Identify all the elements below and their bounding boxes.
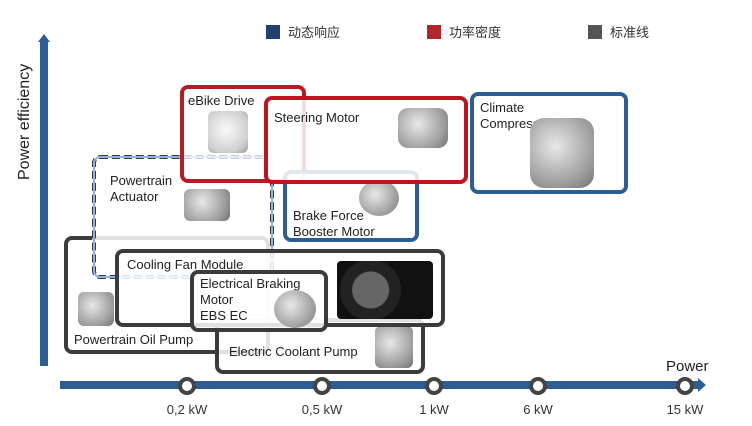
oil-pump-image (78, 292, 114, 326)
steering-motor-image (398, 108, 448, 148)
tick-marker (425, 377, 443, 395)
powertrain-actuator-image (184, 189, 230, 221)
component-label: Cooling Fan Module (127, 257, 244, 272)
y-axis-label: Power efficiency (16, 63, 33, 180)
legend-swatch-red (427, 24, 441, 39)
box-climate-compressor: Climate Compressor (470, 92, 628, 194)
x-axis-label: Power (666, 358, 709, 375)
ebike-drive-image (208, 111, 248, 153)
tick-label: 0,5 kW (301, 402, 343, 417)
tick-marker (676, 377, 694, 395)
legend-item-dynamic-response: 动态响应 (266, 22, 340, 41)
component-label: Electrical Braking Motor EBS EC (200, 276, 301, 323)
braking-motor-image (274, 290, 316, 328)
tick-label: 6 kW (523, 402, 553, 417)
box-steering-motor: Steering Motor (264, 96, 468, 184)
box-electrical-braking-motor: Electrical Braking Motor EBS EC (190, 270, 328, 332)
component-label: Electric Coolant Pump (229, 344, 358, 359)
x-axis-arrow-icon (698, 378, 706, 392)
component-label: Powertrain Actuator (110, 173, 173, 204)
component-label: Brake Force Booster Motor (293, 208, 375, 239)
x-axis (60, 381, 700, 389)
y-axis (40, 40, 48, 366)
component-label: Powertrain Oil Pump (74, 332, 194, 347)
y-axis-arrow-icon (38, 34, 50, 42)
legend-label: 标准线 (610, 26, 650, 41)
tick-label: 0,2 kW (166, 402, 208, 417)
legend-item-power-density: 功率密度 (427, 22, 501, 41)
legend-label: 功率密度 (449, 26, 502, 41)
brake-booster-image (359, 180, 399, 216)
climate-compressor-image (530, 118, 594, 188)
tick-marker (313, 377, 331, 395)
component-label: Steering Motor (274, 110, 360, 125)
tick-marker (178, 377, 196, 395)
legend-swatch-gray (588, 24, 602, 39)
legend-item-standard-line: 标准线 (588, 22, 649, 41)
legend-label: 动态响应 (288, 26, 341, 41)
tick-marker (529, 377, 547, 395)
cooling-fan-image (337, 261, 433, 319)
tick-label: 15 kW (666, 402, 704, 417)
coolant-pump-image (375, 326, 413, 368)
tick-label: 1 kW (419, 402, 449, 417)
legend-swatch-blue (266, 24, 280, 39)
component-label: eBike Drive (188, 93, 255, 108)
